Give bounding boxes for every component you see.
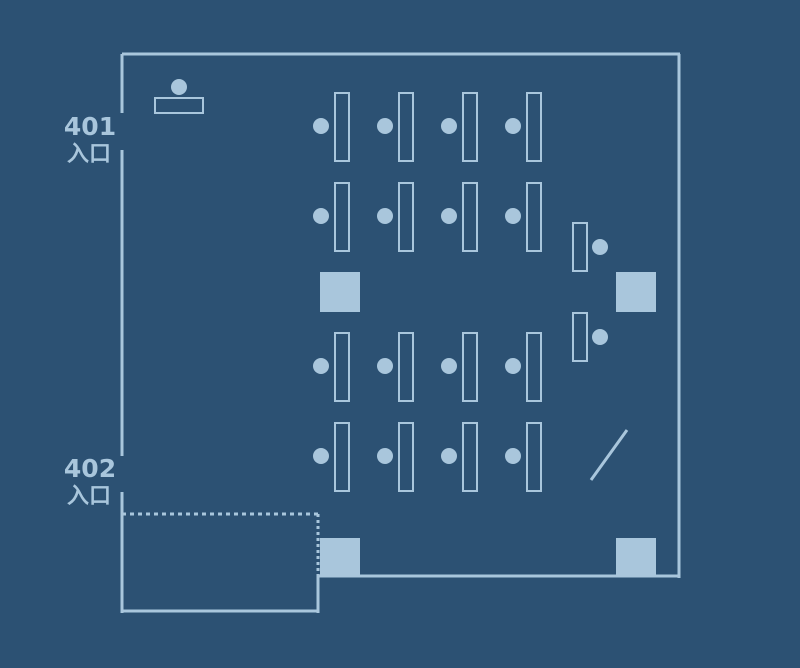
desk xyxy=(398,182,414,252)
desk xyxy=(334,332,350,402)
pillar xyxy=(320,538,360,576)
seat xyxy=(505,358,521,374)
seat xyxy=(505,448,521,464)
seat xyxy=(313,118,329,134)
pillar xyxy=(320,272,360,312)
seat xyxy=(592,329,608,345)
pillar xyxy=(616,272,656,312)
furniture xyxy=(154,79,656,576)
seat xyxy=(592,239,608,255)
desk xyxy=(398,92,414,162)
seat xyxy=(441,118,457,134)
seat xyxy=(377,448,393,464)
pillar xyxy=(616,538,656,576)
seat xyxy=(313,208,329,224)
seat xyxy=(505,118,521,134)
desk xyxy=(526,332,542,402)
desk xyxy=(398,332,414,402)
entrance-401-label: 入口 xyxy=(67,142,111,167)
seat xyxy=(377,358,393,374)
seat xyxy=(313,448,329,464)
desk xyxy=(334,92,350,162)
seat xyxy=(505,208,521,224)
desk xyxy=(572,222,588,272)
desk xyxy=(154,97,204,114)
desk xyxy=(526,422,542,492)
seat xyxy=(441,358,457,374)
walls xyxy=(120,52,681,613)
desk xyxy=(462,422,478,492)
desk xyxy=(334,182,350,252)
seat xyxy=(377,118,393,134)
desk xyxy=(462,332,478,402)
seat xyxy=(171,79,187,95)
desk xyxy=(462,92,478,162)
desk xyxy=(572,312,588,362)
entrance-402-room: 402 xyxy=(64,454,116,483)
seat xyxy=(313,358,329,374)
desk xyxy=(398,422,414,492)
desk xyxy=(334,422,350,492)
door-swing-line xyxy=(589,429,629,481)
desk xyxy=(526,182,542,252)
seat xyxy=(441,448,457,464)
entrance-402-label: 入口 xyxy=(67,484,111,509)
desk xyxy=(526,92,542,162)
desk xyxy=(462,182,478,252)
entrance-401-room: 401 xyxy=(64,112,116,141)
seat xyxy=(377,208,393,224)
seat xyxy=(441,208,457,224)
